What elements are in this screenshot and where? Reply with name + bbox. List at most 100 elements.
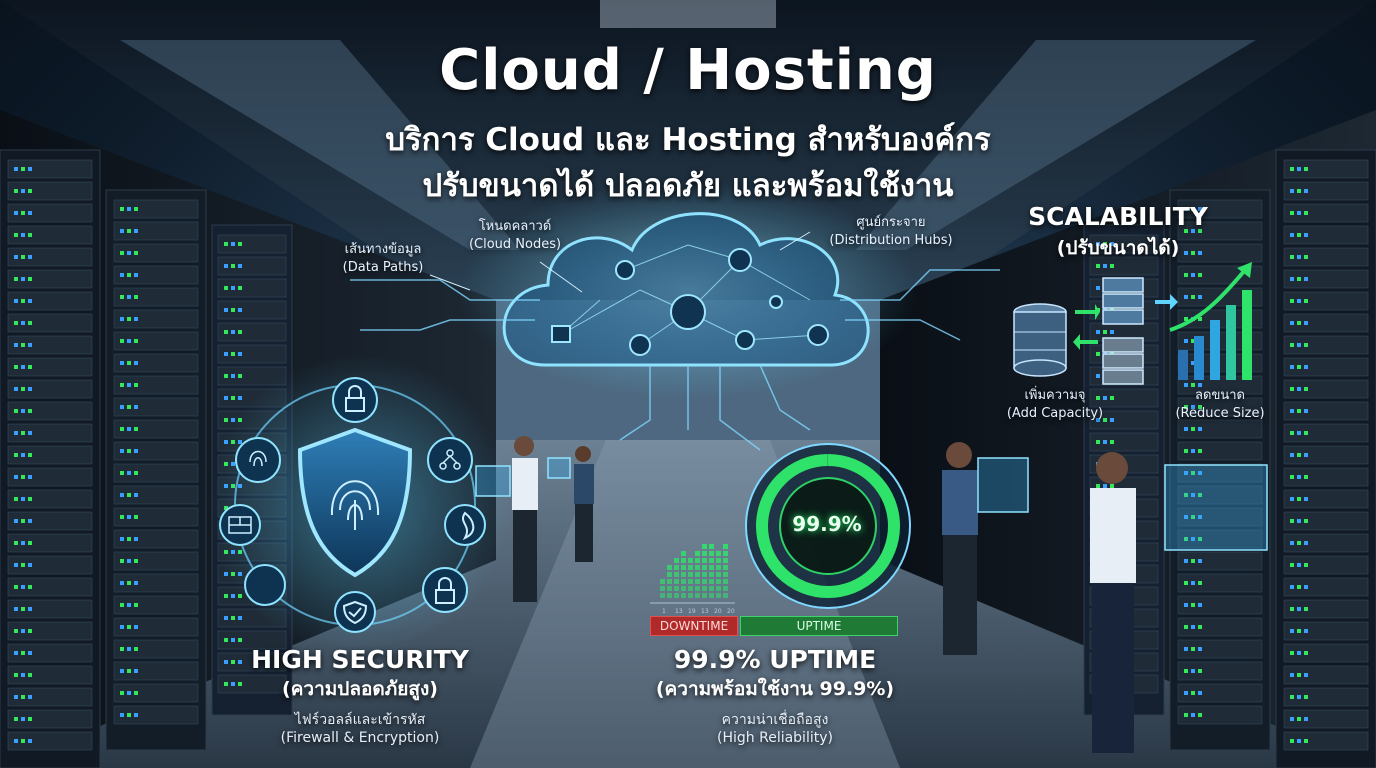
server-led xyxy=(14,321,18,325)
server-led xyxy=(120,603,124,607)
server-led xyxy=(1198,405,1202,409)
server-unit xyxy=(1177,507,1263,527)
server-led xyxy=(14,519,18,523)
histogram-tick-label: 13 xyxy=(675,608,683,615)
histogram-cell xyxy=(667,565,672,570)
server-led xyxy=(120,647,124,651)
server-led xyxy=(21,321,25,325)
cloud-nodes xyxy=(551,248,829,356)
server-led xyxy=(1191,515,1195,519)
server-led xyxy=(224,638,228,642)
server-unit xyxy=(7,291,93,311)
server-unit xyxy=(1283,643,1369,663)
server-led xyxy=(1297,475,1301,479)
server-led xyxy=(1096,374,1100,378)
scalability-title: SCALABILITY xyxy=(1028,202,1208,231)
server-led xyxy=(120,229,124,233)
server-unit xyxy=(1283,665,1369,685)
server-led xyxy=(1184,251,1188,255)
server-led xyxy=(14,607,18,611)
histogram-cell xyxy=(723,579,728,584)
histogram-cell xyxy=(716,558,721,563)
server-unit xyxy=(7,533,93,553)
server-led xyxy=(1304,541,1308,545)
server-led xyxy=(1198,515,1202,519)
server-led xyxy=(1290,233,1294,237)
server-led xyxy=(28,299,32,303)
server-led xyxy=(1184,295,1188,299)
cloud-icon xyxy=(502,212,870,367)
server-led xyxy=(224,418,228,422)
server-unit xyxy=(1283,511,1369,531)
server-led xyxy=(14,277,18,281)
server-led xyxy=(1198,647,1202,651)
server-led xyxy=(28,409,32,413)
server-unit xyxy=(113,353,199,373)
server-led xyxy=(1304,453,1308,457)
server-led xyxy=(238,264,242,268)
server-led xyxy=(134,251,138,255)
server-unit xyxy=(7,247,93,267)
server-led xyxy=(1297,497,1301,501)
server-led xyxy=(238,396,242,400)
server-led xyxy=(1103,242,1107,246)
server-led xyxy=(1198,449,1202,453)
histogram-cell xyxy=(702,572,707,577)
server-led xyxy=(21,299,25,303)
server-unit xyxy=(217,630,287,650)
server-led xyxy=(21,519,25,523)
server-unit xyxy=(1283,687,1369,707)
histogram-cell xyxy=(702,565,707,570)
server-led xyxy=(1198,295,1202,299)
server-led xyxy=(127,471,131,475)
histogram-cell xyxy=(695,558,700,563)
server-unit xyxy=(217,322,287,342)
server-led xyxy=(1191,603,1195,607)
server-led xyxy=(1184,207,1188,211)
add-capacity-label-th: เพิ่มความจุ xyxy=(1024,388,1086,403)
server-led xyxy=(1304,607,1308,611)
server-led xyxy=(134,647,138,651)
server-led xyxy=(1191,383,1195,387)
server-led xyxy=(1297,695,1301,699)
downtime-badge: DOWNTIME xyxy=(650,616,738,636)
server-led xyxy=(120,471,124,475)
server-led xyxy=(1304,475,1308,479)
server-led xyxy=(28,541,32,545)
server-led xyxy=(1184,493,1188,497)
histogram-cell xyxy=(695,551,700,556)
server-led xyxy=(1110,242,1114,246)
data-path-lines xyxy=(350,269,1000,451)
cloud-nodes-label-en: (Cloud Nodes) xyxy=(468,237,562,252)
server-led xyxy=(1103,440,1107,444)
server-led xyxy=(1297,167,1301,171)
histogram-cell xyxy=(709,579,714,584)
server-led xyxy=(120,559,124,563)
server-led xyxy=(1184,515,1188,519)
server-led xyxy=(1110,264,1114,268)
server-led xyxy=(28,607,32,611)
server-led xyxy=(231,352,235,356)
uptime-title: 99.9% UPTIME xyxy=(673,645,877,674)
server-unit xyxy=(7,225,93,245)
server-unit xyxy=(1283,423,1369,443)
server-led xyxy=(134,515,138,519)
server-unit xyxy=(1283,577,1369,597)
server-led xyxy=(127,625,131,629)
server-led xyxy=(224,396,228,400)
server-led xyxy=(1096,264,1100,268)
server-unit xyxy=(217,234,287,254)
uptime-detail-th: ความน่าเชื่อถือสูง xyxy=(721,712,829,728)
reduce-size-label-th: ลดขนาด xyxy=(1195,388,1245,403)
server-unit xyxy=(7,335,93,355)
server-unit xyxy=(7,489,93,509)
server-led xyxy=(28,651,32,655)
server-led xyxy=(1297,629,1301,633)
fingerprint-icon xyxy=(330,480,380,530)
server-led xyxy=(1103,484,1107,488)
server-unit xyxy=(1283,489,1369,509)
server-led xyxy=(14,365,18,369)
histogram-cell xyxy=(674,572,679,577)
histogram-cell xyxy=(709,558,714,563)
